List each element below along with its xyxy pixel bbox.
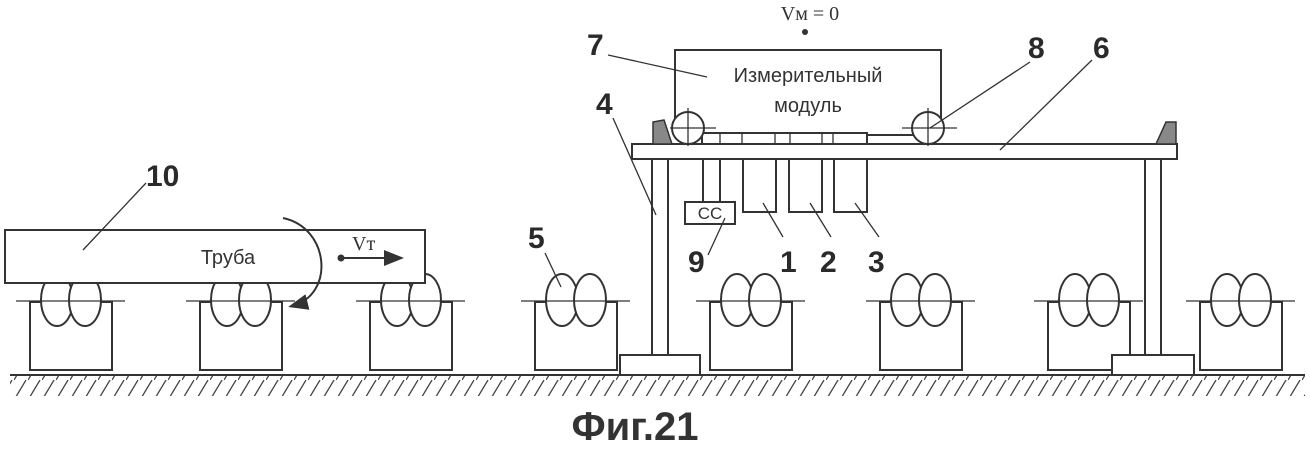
rotation-arrow (282, 217, 323, 310)
pipe-body (4, 229, 426, 284)
callout-9: 9 (688, 246, 705, 279)
roller-station (16, 273, 125, 371)
module-label-line1: Измерительный (734, 65, 883, 87)
cc-unit (684, 201, 736, 225)
callout-6: 6 (1093, 32, 1110, 65)
callout-4: 4 (596, 88, 613, 121)
module-point (802, 29, 808, 35)
callout-2: 2 (820, 246, 837, 279)
wheel-right (902, 108, 957, 146)
sensor-rail (701, 132, 868, 145)
pipe: Труба Vт (4, 217, 426, 310)
callout-1: 1 (780, 246, 797, 279)
gantry-left-foot (619, 354, 701, 376)
measuring-module: Измерительный модуль Vм = 0 (670, 3, 957, 146)
cc-label: CC (698, 204, 723, 223)
callout-5: 5 (528, 222, 545, 255)
module-velocity-label: Vм = 0 (781, 3, 839, 25)
callout-3: 3 (868, 246, 885, 279)
gantry-beam (631, 143, 1178, 160)
callout-7: 7 (587, 29, 604, 62)
tube-velocity-label: Vт (352, 233, 375, 255)
wheel-left (670, 108, 716, 146)
callout-10: 10 (146, 160, 179, 193)
roller-station (696, 273, 805, 371)
roller-station (186, 273, 295, 371)
roller (1086, 273, 1120, 327)
roller-station (356, 273, 465, 371)
roller-station (521, 273, 630, 371)
gantry-left-post (651, 157, 669, 356)
roller-station (1186, 273, 1295, 371)
callout-8: 8 (1028, 32, 1045, 65)
roller (918, 273, 952, 327)
sensor-3 (833, 158, 868, 213)
roller (748, 273, 782, 327)
roller-station (866, 273, 975, 371)
sensor-2 (788, 158, 823, 213)
callout-numbers: 1 2 3 4 5 6 7 8 9 10 (146, 29, 1110, 279)
roller (573, 273, 607, 327)
roller (1238, 273, 1272, 327)
roller-stations (16, 273, 1295, 371)
sensors: CC (684, 158, 868, 225)
pipe-label: Труба (201, 247, 256, 269)
left-stop (652, 119, 674, 145)
module-body (674, 49, 942, 136)
gantry-right-post (1144, 157, 1162, 356)
sensor-1 (742, 158, 777, 213)
leader-lines (82, 54, 1093, 288)
roller-station (1034, 273, 1143, 371)
figure-caption: Фиг.21 (572, 405, 699, 449)
ground (10, 374, 1305, 396)
module-label-line2: модуль (774, 95, 842, 117)
right-stop (1154, 121, 1177, 145)
gantry-right-foot (1111, 354, 1195, 376)
gantry-frame (619, 119, 1195, 376)
